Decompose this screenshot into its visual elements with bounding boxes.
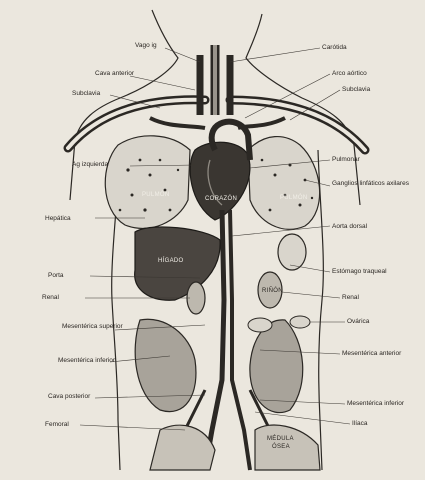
- label-hepatica: Hepática: [45, 215, 71, 222]
- label-subclavia-left: Subclavia: [72, 90, 101, 97]
- label-carotida: Carótida: [322, 44, 347, 51]
- organ-label-left-lung: PULMÓN: [142, 191, 169, 198]
- label-ganglios: Ganglios linfáticos axilares: [332, 180, 410, 187]
- label-porta: Porta: [48, 272, 64, 279]
- label-arco-aortico: Arco aórtico: [332, 70, 367, 77]
- label-subclavia-right: Subclavia: [342, 86, 371, 93]
- label-renal-right: Renal: [342, 294, 360, 301]
- label-mesenterica-inferior-right: Mesentérica inferior: [347, 400, 405, 407]
- label-mesenterica-superior: Mesentérica superior: [62, 323, 124, 330]
- label-femoral: Femoral: [45, 421, 69, 428]
- organ-label-bone-marrow-line1: MÉDULA: [267, 435, 294, 442]
- organ-label-kidney: RIÑÓN: [262, 287, 283, 294]
- label-cava-posterior: Cava posterior: [48, 393, 91, 400]
- organ-label-heart: CORAZÓN: [205, 195, 237, 202]
- organ-label-liver: HÍGADO: [158, 257, 184, 264]
- stomach: [278, 234, 306, 270]
- organ-label-right-lung: PULMÓN: [280, 194, 307, 201]
- label-estomago: Estómago traqueal: [332, 268, 387, 275]
- label-ovarica: Ovárica: [347, 318, 370, 325]
- label-vaga: Vago ig: [135, 42, 157, 49]
- label-cava-anterior: Cava anterior: [95, 70, 135, 77]
- label-renal-left: Renal: [42, 294, 60, 301]
- label-iliaca: Ilíaca: [352, 420, 368, 427]
- left-lung: [105, 136, 190, 229]
- label-pulmonar: Pulmonar: [332, 156, 361, 163]
- organ-label-bone-marrow-line2: ÓSEA: [272, 443, 290, 450]
- label-mesenterica-inferior-left: Mesentérica inferior: [58, 357, 116, 364]
- label-aorta-dorsal: Aorta dorsal: [332, 223, 368, 230]
- label-aguja-izquierda: Ag izquierda: [72, 161, 109, 168]
- label-mesenterica-anterior: Mesentérica anterior: [342, 350, 402, 357]
